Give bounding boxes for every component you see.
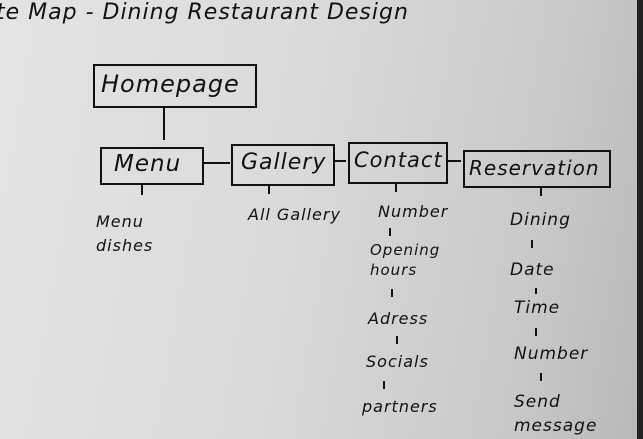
connector [540, 373, 542, 381]
node-contact: Contact [348, 142, 448, 184]
connector [334, 160, 346, 162]
connector [383, 381, 385, 389]
reservation-child: Send message [514, 392, 598, 436]
node-label: Menu [114, 151, 182, 177]
node-label: Homepage [101, 70, 240, 98]
reservation-child: Date [510, 260, 555, 280]
connector [141, 183, 143, 195]
reservation-child: Time [514, 298, 561, 318]
node-menu: Menu [100, 147, 204, 185]
node-label: Contact [354, 148, 443, 172]
node-homepage: Homepage [93, 64, 257, 108]
contact-child: Number [378, 202, 449, 221]
node-reservation: Reservation [463, 150, 611, 188]
node-label: Reservation [469, 156, 600, 180]
connector [389, 228, 391, 236]
connector [447, 160, 461, 162]
contact-child: Socials [366, 352, 429, 371]
reservation-child: Dining [510, 210, 571, 230]
diagram-title: te Map - Dining Restaurant Design [0, 0, 409, 25]
connector [531, 240, 533, 248]
connector [268, 184, 270, 194]
whiteboard-edge [637, 0, 643, 439]
connector [391, 289, 393, 297]
connector [540, 186, 542, 196]
connector [163, 106, 165, 140]
connector [535, 288, 537, 294]
contact-child: partners [362, 397, 438, 416]
connector [202, 162, 230, 164]
gallery-child: All Gallery [248, 205, 341, 224]
connector [396, 336, 398, 344]
contact-child: Opening hours [370, 241, 441, 279]
menu-child: Menu dishes [96, 212, 154, 255]
connector [395, 182, 397, 192]
node-gallery: Gallery [231, 144, 335, 186]
connector [535, 328, 537, 336]
node-label: Gallery [241, 150, 327, 175]
reservation-child: Number [514, 344, 589, 364]
contact-child: Adress [368, 309, 429, 328]
